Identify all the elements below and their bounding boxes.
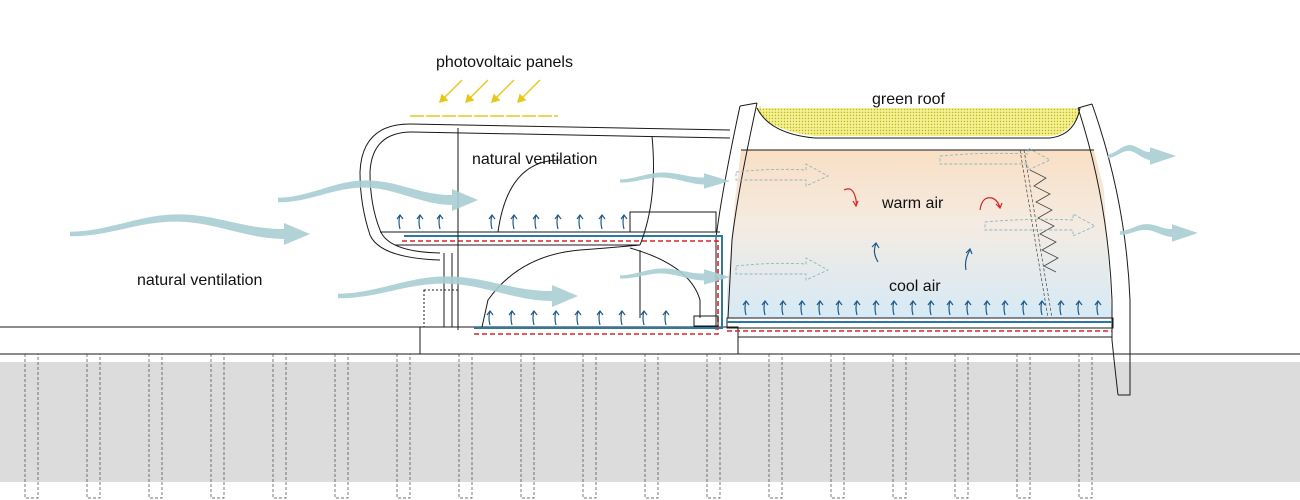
rising-air-arrow-head [530, 310, 538, 316]
rising-air-arrow-head [798, 300, 806, 306]
foundation-pile [24, 354, 39, 499]
airflow-arrow [70, 214, 310, 245]
foundation-pile [954, 354, 969, 499]
rising-air-arrow-head [909, 300, 917, 306]
foundation-pile [272, 354, 287, 499]
airflow-arrow [620, 268, 730, 285]
foundation-pile [582, 354, 597, 499]
rising-air-arrow-head [1020, 300, 1028, 306]
airflow-arrows [70, 145, 1198, 307]
foundation-pile [86, 354, 101, 499]
interior-airflow-arrows [735, 147, 1097, 281]
rising-air-arrow-head [1075, 300, 1083, 306]
rising-air-arrow-head [436, 214, 444, 220]
foundation-pile [458, 354, 473, 499]
warm-air-label: warm air [882, 195, 944, 212]
rising-air-arrow-head [816, 300, 824, 306]
rising-air-arrow-head [1094, 300, 1102, 306]
foundation-pile [830, 354, 845, 499]
sun-ray-head [464, 93, 475, 104]
foundation-pile [1078, 354, 1093, 499]
floor-heating-lines [402, 240, 1112, 335]
rising-air-arrow-head [890, 300, 898, 306]
sun-ray-head [438, 93, 449, 104]
interior-airflow-arrow [735, 163, 830, 187]
sun-ray-head [490, 93, 501, 104]
rising-air-arrows [396, 214, 1102, 326]
rising-air-arrow-head [620, 214, 628, 220]
rising-air-arrow-head [1057, 300, 1065, 306]
rising-air-arrow-head [598, 214, 606, 220]
foundation-pile [210, 354, 225, 499]
rising-air-arrow-head [946, 300, 954, 306]
cool-air-label: cool air [889, 278, 941, 295]
ground-band [0, 362, 1300, 482]
foundation-pile [1016, 354, 1031, 499]
foundation-pile [768, 354, 783, 499]
hall-interior [727, 150, 1112, 318]
foundation-pile [334, 354, 349, 499]
air-swirls [843, 188, 1003, 271]
rising-air-arrow-head [532, 214, 540, 220]
rising-air-arrow-head [486, 310, 494, 316]
airflow-arrow [620, 172, 730, 189]
rising-air-arrow-head [835, 300, 843, 306]
rising-air-arrow-head [416, 214, 424, 220]
rising-air-arrow-head [662, 310, 670, 316]
rising-air-arrow-head [618, 310, 626, 316]
rising-air-arrow-head [576, 214, 584, 220]
green-roof-fill [762, 108, 1078, 136]
photovoltaic-panels-label: photovoltaic panels [436, 54, 573, 71]
rising-air-arrow-head [761, 300, 769, 306]
rising-air-arrow-head [964, 300, 972, 306]
airflow-arrow [338, 276, 578, 307]
foundation-pile [520, 354, 535, 499]
rising-air-arrow-head [872, 300, 880, 306]
rising-air-arrow-head [488, 214, 496, 220]
interior-airflow-arrow [984, 213, 1097, 237]
rising-air-arrow-head [510, 214, 518, 220]
rising-air-arrow-head [983, 300, 991, 306]
sun-ray-head [516, 93, 527, 104]
foundation-pile [396, 354, 411, 499]
rising-air-arrow-head [1001, 300, 1009, 306]
rising-air-arrow-head [640, 310, 648, 316]
rising-air-arrow-head [396, 214, 404, 220]
natural-ventilation-left-label: natural ventilation [137, 272, 263, 289]
rising-air-arrow-head [552, 310, 560, 316]
sun-rays [438, 79, 541, 104]
airflow-arrow [1108, 145, 1176, 165]
rising-air-arrow-head [742, 300, 750, 306]
foundation-pile [892, 354, 907, 499]
foundation-pile [644, 354, 659, 499]
airflow-arrow [1120, 224, 1198, 242]
foundation-pile [148, 354, 163, 499]
foundation-piles [24, 354, 1093, 499]
rising-air-arrow-head [574, 310, 582, 316]
rising-air-arrow-head [596, 310, 604, 316]
natural-ventilation-upper-label: natural ventilation [472, 151, 598, 168]
rising-air-arrow-head [779, 300, 787, 306]
rising-air-arrow-head [1038, 300, 1046, 306]
foundation-pile [706, 354, 721, 499]
rising-air-arrow-head [927, 300, 935, 306]
interior-airflow-arrow [939, 147, 1052, 171]
floor-lines [404, 235, 1112, 329]
rising-air-arrow-head [554, 214, 562, 220]
rising-air-arrow-head [508, 310, 516, 316]
rising-air-arrow-head [853, 300, 861, 306]
green-roof-label: green roof [872, 91, 945, 108]
hall-mullion [1019, 149, 1059, 319]
interior-airflow-arrow [735, 257, 830, 281]
airflow-arrow [278, 180, 478, 211]
